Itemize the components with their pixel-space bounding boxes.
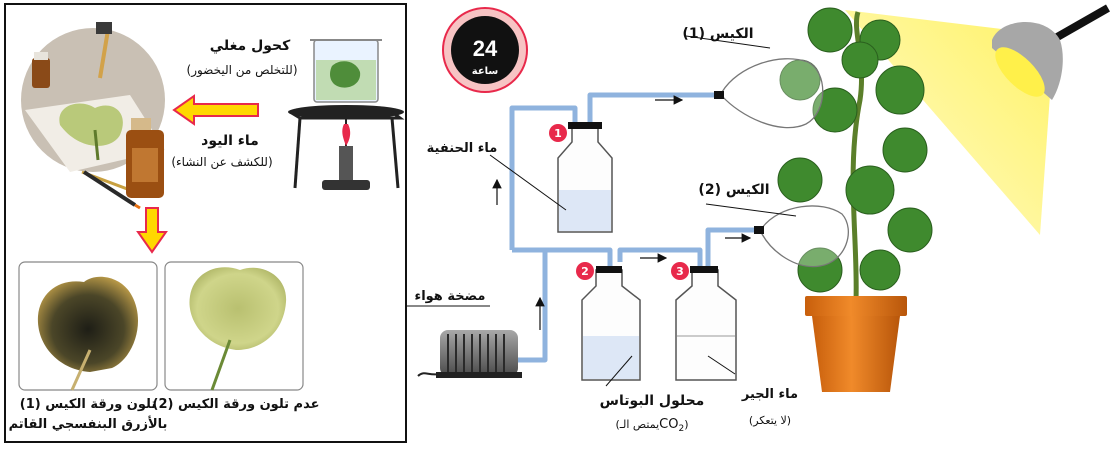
timer-24h: 24 ساعة [442,7,528,93]
air-pump [417,330,522,378]
bottle-2: 2 [576,262,641,381]
bottle-3-num: 3 [676,265,684,278]
alcohol-label: كحول مغلي [210,38,291,54]
iodine-label: ماء اليود [201,133,259,149]
potash-note: (يمتص الـCO2) [616,417,689,434]
yellow-arrow-left [172,94,259,126]
result-photo-bag2 [164,261,304,391]
limewater-note: (لا يتعكر) [749,414,791,427]
bottle-2-num: 2 [581,265,589,278]
flower-pot [805,296,907,392]
flow-arrows [492,95,752,330]
bag-1-clip [714,91,724,99]
result1-line2: بالأزرق البنفسجي القاتم [9,415,168,432]
iodine-bottle [82,118,164,210]
bag-2 [761,205,849,268]
bag-1 [721,58,824,129]
bottle-3: 3 [671,262,737,381]
limewater-label: ماء الجير [741,387,798,402]
air-pump-label: مضخة هواء [415,289,486,304]
beaker-burner [288,39,405,190]
alcohol-note: (للتخلص من اليخضور) [187,63,298,78]
plant [777,7,933,301]
leader-lines [405,35,797,387]
iodine-note: (للكشف عن النشاء) [171,155,272,170]
bag-2-label: الكيس (2) [698,182,769,198]
yellow-arrow-down [136,207,168,254]
tap-water-label: ماء الحنفية [427,141,498,156]
timer-value: 24 [473,36,498,61]
lamp [992,4,1110,101]
result-photo-bag1 [18,261,158,391]
bottle-1-num: 1 [554,127,562,140]
bag-2-clip [754,226,764,234]
bag-1-label: الكيس (1) [682,26,753,42]
bottle-1: 1 [549,122,613,233]
result2-line1: عدم تلون ورقة الكيس (2) [153,397,320,412]
result1-line1: تلون ورقة الكيس (1) [20,397,157,412]
timer-unit: ساعة [472,66,499,77]
potash-label: محلول البوتاس [600,393,705,409]
